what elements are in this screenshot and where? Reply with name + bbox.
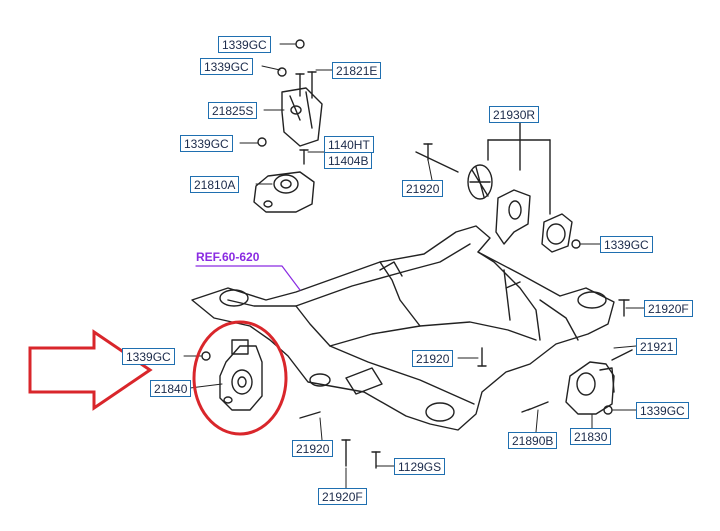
engine-mount-bracket	[281, 71, 323, 165]
part-label-21840[interactable]: 21840	[150, 380, 192, 397]
part-label-21920f[interactable]: 21920F	[644, 300, 693, 317]
part-label-21920[interactable]: 21920	[292, 440, 334, 457]
transmission-mount	[219, 339, 263, 411]
part-label-21930r[interactable]: 21930R	[489, 106, 540, 123]
reference-label[interactable]: REF.60-620	[196, 250, 260, 264]
pointer-arrow	[28, 329, 153, 411]
part-label-1339gc[interactable]: 1339GC	[600, 236, 653, 253]
part-label-21810a[interactable]: 21810A	[190, 176, 240, 193]
part-label-21821e[interactable]: 21821E	[332, 62, 382, 79]
highlight-ellipse	[192, 320, 288, 436]
part-label-11404b[interactable]: 11404B	[324, 152, 373, 169]
part-label-21825s[interactable]: 21825S	[208, 102, 258, 119]
part-label-1140ht[interactable]: 1140HT	[324, 136, 374, 153]
part-label-21890b[interactable]: 21890B	[508, 432, 558, 449]
part-label-1339gc[interactable]: 1339GC	[218, 36, 271, 53]
part-label-1339gc[interactable]: 1339GC	[180, 135, 233, 152]
part-label-1339gc[interactable]: 1339GC	[636, 402, 689, 419]
part-label-1339gc[interactable]: 1339GC	[200, 58, 253, 75]
part-label-21921[interactable]: 21921	[636, 338, 678, 355]
part-label-21830[interactable]: 21830	[570, 428, 612, 445]
part-label-21920f[interactable]: 21920F	[318, 488, 367, 505]
highlight-annotations	[28, 320, 288, 436]
roll-stopper-bracket	[487, 121, 573, 253]
part-label-21920[interactable]: 21920	[412, 350, 454, 367]
reference-leader	[195, 265, 301, 291]
part-label-1339gc[interactable]: 1339GC	[122, 348, 175, 365]
subframe-crossmember	[191, 225, 615, 431]
side-mount	[565, 349, 633, 415]
subframe-bolts	[299, 143, 630, 469]
roll-stopper-washer	[415, 151, 493, 200]
leader-lines	[183, 43, 645, 489]
engine-mount-insulator	[253, 171, 315, 213]
part-label-1129gs[interactable]: 1129GS	[394, 458, 446, 475]
part-label-21920[interactable]: 21920	[402, 180, 444, 197]
